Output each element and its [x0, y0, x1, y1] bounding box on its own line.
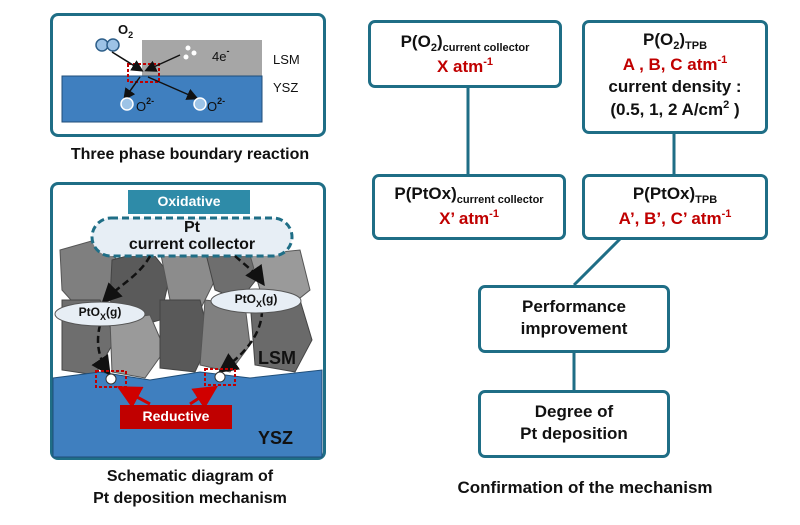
oxidative-label: Oxidative	[157, 193, 221, 209]
oxide-arrow-right	[147, 76, 199, 100]
ptox-label-left: PtOX(g)	[78, 305, 122, 322]
pt-particle-right	[214, 371, 226, 383]
connector-4-5	[572, 237, 622, 287]
electron-dot	[183, 54, 189, 60]
ptox-ellipse-left	[54, 301, 146, 327]
reductive-label: Reductive	[142, 408, 210, 424]
o2-arrow	[111, 51, 144, 72]
box-pt-deposition: Degree of Pt deposition	[478, 390, 670, 458]
mechanism-caption: Schematic diagram of Pt deposition mecha…	[93, 468, 287, 507]
tpb-marker-right	[204, 368, 236, 386]
lsm-label: LSM	[258, 348, 296, 368]
box-po2-collector: P(O2)current collector X atm-1	[368, 20, 562, 88]
tpb-caption: Three phase boundary reaction	[70, 146, 310, 163]
lsm-layer	[142, 40, 262, 80]
reductive-arrow-left	[116, 386, 151, 409]
oxide-label-right: O2-	[207, 96, 226, 114]
pt-path-left-upper	[101, 255, 152, 304]
oxidative-box	[128, 190, 250, 214]
pt-collector	[90, 216, 294, 258]
oxide-label-left: O2-	[136, 96, 155, 114]
electron-arrow	[144, 54, 181, 72]
oxide-ion-right	[193, 97, 207, 111]
electron-dot	[191, 50, 197, 56]
box-po2-tpb: P(O2)TPB A , B, C atm-1 current density …	[582, 20, 768, 134]
lsm-label-small: LSM	[273, 52, 300, 67]
ptox-ellipse-right	[210, 288, 302, 314]
pt-collector-label: Pt current collector	[128, 219, 256, 253]
oxide-ion-left	[120, 97, 134, 111]
box-pptox-collector: P(PtOx)current collector X’ atm-1	[372, 174, 566, 240]
electron-dot	[185, 45, 191, 51]
reductive-arrow-right	[189, 385, 219, 409]
o2-atom-b	[106, 38, 120, 52]
confirmation-caption: Confirmation of the mechanism	[457, 478, 713, 497]
tpb-marker-left	[95, 370, 127, 388]
pt-path-left-lower	[91, 324, 111, 377]
ysz-label-small: YSZ	[273, 80, 299, 95]
oxide-arrow-left	[123, 76, 141, 101]
pt-path-right-lower	[217, 309, 264, 373]
ptox-label-right: PtOX(g)	[234, 292, 278, 309]
ysz-label: YSZ	[258, 428, 294, 448]
pt-path-right-upper	[234, 255, 265, 287]
pt-particle-left	[105, 373, 117, 385]
box-performance: Performance improvement	[478, 285, 670, 353]
electrons-label: 4e-	[212, 46, 230, 64]
reductive-box	[120, 405, 232, 429]
o2-label: O2	[118, 22, 134, 40]
box-pptox-tpb: P(PtOx)TPB A’, B’, C’ atm-1	[582, 174, 768, 240]
